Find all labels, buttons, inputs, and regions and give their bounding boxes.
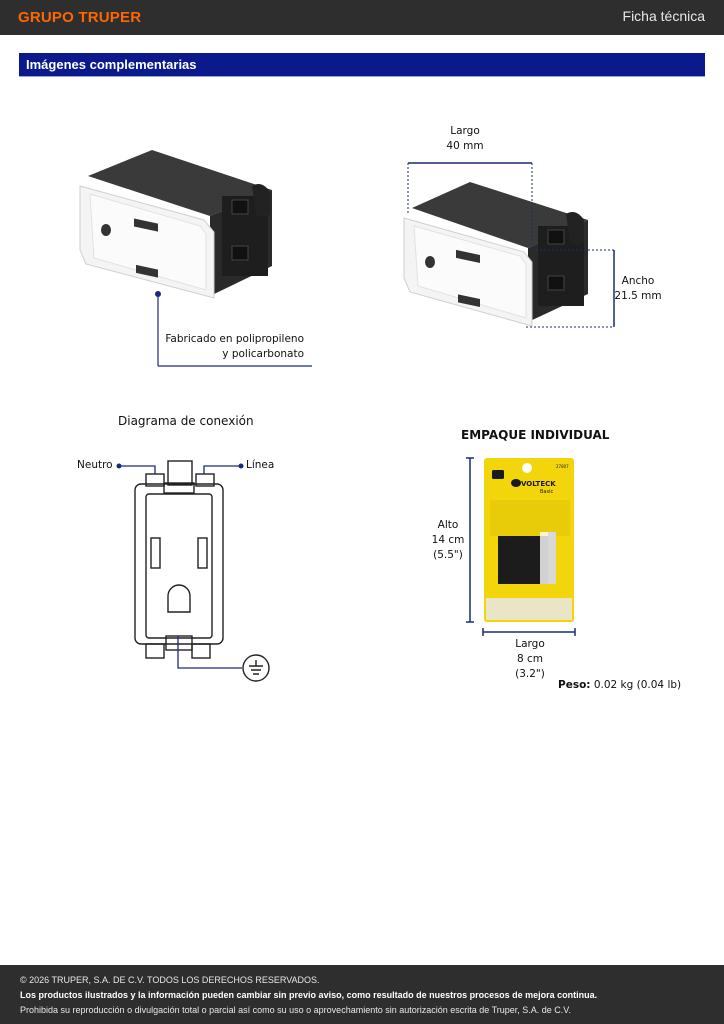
- line-label: Línea: [246, 459, 275, 471]
- package-title: EMPAQUE INDIVIDUAL: [461, 428, 610, 442]
- footer-legal: Prohibida su reproducción o divulgación …: [20, 1005, 571, 1015]
- material-note: Fabricado en polipropileno y policarbona…: [165, 333, 304, 360]
- package-length-label: Largo 8 cm (3.2"): [515, 638, 545, 680]
- document-type: Ficha técnica: [622, 8, 705, 24]
- footer-notice: Los productos ilustrados y la informació…: [20, 990, 598, 1000]
- package-weight: Peso: 0.02 kg (0.04 lb): [558, 679, 682, 691]
- section-header: Imágenes complementarias: [19, 53, 705, 77]
- diagram-title: Diagrama de conexión: [118, 414, 254, 428]
- svg-text:27807: 27807: [556, 464, 569, 469]
- brand-logo: GRUPO TRUPER: [18, 9, 142, 26]
- footer: © 2026 TRUPER, S.A. DE C.V. TODOS LOS DE…: [0, 965, 724, 1024]
- section-title: Imágenes complementarias: [26, 57, 197, 72]
- length-dimension-label: Largo 40 mm: [446, 125, 484, 152]
- neutral-label: Neutro: [77, 459, 113, 471]
- top-bar: GRUPO TRUPER Ficha técnica: [0, 0, 724, 35]
- outlet-module-dimensions-image: [403, 182, 588, 327]
- svg-text:VOLTECK: VOLTECK: [521, 480, 556, 488]
- svg-text:Basic: Basic: [540, 489, 553, 495]
- width-dimension-label: Ancho 21.5 mm: [614, 275, 662, 302]
- connection-diagram: [134, 460, 270, 682]
- package-image: VOLTECK Basic 27807: [484, 458, 574, 622]
- outlet-module-image: [79, 150, 272, 299]
- footer-copyright: © 2026 TRUPER, S.A. DE C.V. TODOS LOS DE…: [20, 975, 320, 985]
- wiring-lines: [120, 465, 242, 669]
- package-height-label: Alto 14 cm (5.5"): [431, 519, 465, 561]
